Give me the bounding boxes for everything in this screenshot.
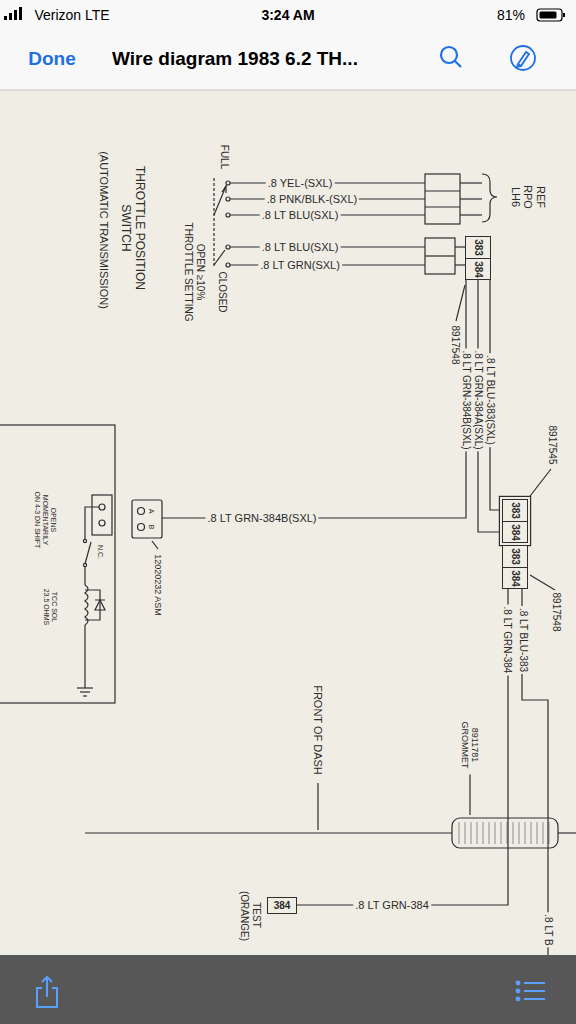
- connector-body: 383384: [502, 499, 528, 543]
- circuit-number: 384: [274, 900, 291, 911]
- toolbar: [0, 955, 576, 1024]
- connector-cavity: 383: [503, 546, 527, 567]
- circuit-number: 384: [510, 524, 521, 541]
- wire-label: .8 LT GRN-384: [501, 605, 513, 676]
- clock-time: 3:24 AM: [259, 7, 316, 23]
- connector-body: 383384: [502, 545, 528, 589]
- battery-icon: [537, 9, 565, 21]
- test-connector: 384: [267, 897, 297, 914]
- wire-label: .8 LT GRN-384: [353, 899, 431, 912]
- markup-icon: [511, 46, 535, 70]
- wire-label: .8 LT GRN-384B(SXL): [205, 512, 318, 525]
- schematic-lines: [0, 174, 576, 848]
- component-note: TCC SOL 23.5 OHMS: [42, 583, 58, 632]
- wire-label: .8 LT BLU(SXL): [260, 241, 341, 254]
- part-number: 8917545: [546, 424, 558, 467]
- pin-letter: A: [147, 507, 155, 516]
- part-number: 8911781 GROMMET: [460, 716, 481, 775]
- component-name: THROTTLE POSITION SWITCH: [118, 159, 146, 298]
- circuit-number: 383: [510, 548, 521, 565]
- signal-icon: [4, 7, 22, 20]
- wire-label: .8 LT GRN-384A(SXL): [472, 348, 484, 451]
- part-number: 12020232 ASM: [153, 552, 163, 618]
- wire-label: .8 LT BLU(SXL): [260, 209, 341, 222]
- carrier-name: Verizon LTE: [32, 7, 111, 23]
- wire-layer: [0, 0, 576, 955]
- connector-cavity: 384: [466, 258, 490, 279]
- wire-label: .8 LT B: [542, 912, 554, 947]
- grommet-hatch: [459, 822, 549, 844]
- circuit-number: 383: [473, 239, 484, 256]
- search-icon: [441, 47, 461, 67]
- wire-label: .8 YEL-(SXL): [266, 177, 335, 190]
- switch-type: N.C.: [96, 543, 104, 561]
- wire-label: .8 LT BLU-383(SXL): [484, 353, 496, 447]
- part-number: 8917548: [449, 324, 461, 367]
- switch-position: CLOSED: [216, 269, 228, 314]
- part-number: 8917548: [550, 591, 562, 634]
- connector-cavity: 384: [268, 898, 296, 913]
- circuit-number: 384: [510, 570, 521, 587]
- battery-percent: 81%: [495, 7, 527, 23]
- wire-label: .8 LT BLU-383: [517, 606, 529, 674]
- connector-body: 383384: [465, 236, 491, 280]
- switch-note: OPEN ≥10% THROTTLE SETTING: [183, 215, 206, 329]
- list-icon: [517, 982, 545, 1001]
- connector-cavity: 384: [503, 521, 527, 542]
- connector-cavity: 383: [466, 237, 490, 258]
- document-title: Wire diagram 1983 6.2 TH...: [112, 48, 358, 70]
- wire-label: .8 LT GRN(SXL): [258, 259, 342, 272]
- component-note: (AUTOMATIC TRANSMISSION): [98, 149, 111, 311]
- location-note: FRONT OF DASH: [312, 683, 325, 777]
- option-reference: REF RPO LH6: [509, 180, 547, 214]
- circuit-number: 383: [510, 502, 521, 519]
- pin-letter: B: [147, 523, 155, 532]
- done-button: Done: [26, 48, 78, 70]
- circuit-number: 384: [473, 261, 484, 278]
- share-icon: [37, 977, 57, 1007]
- test-connector-note: TEST (ORANGE): [239, 889, 262, 941]
- connector-cavity: 383: [503, 500, 527, 521]
- switch-position: FULL: [218, 143, 230, 171]
- connector-cavity: 384: [503, 567, 527, 588]
- wire-label: .8 PNK/BLK-(SXL): [265, 193, 359, 206]
- wire-label: .8 LT GRN-384B(SXL): [460, 348, 472, 451]
- bar-divider: [0, 90, 576, 91]
- component-note: OPENS MOMENTARILY ON 4-3 DN SHIFT: [33, 487, 57, 553]
- status-bar: [0, 0, 576, 90]
- wire: [297, 589, 508, 905]
